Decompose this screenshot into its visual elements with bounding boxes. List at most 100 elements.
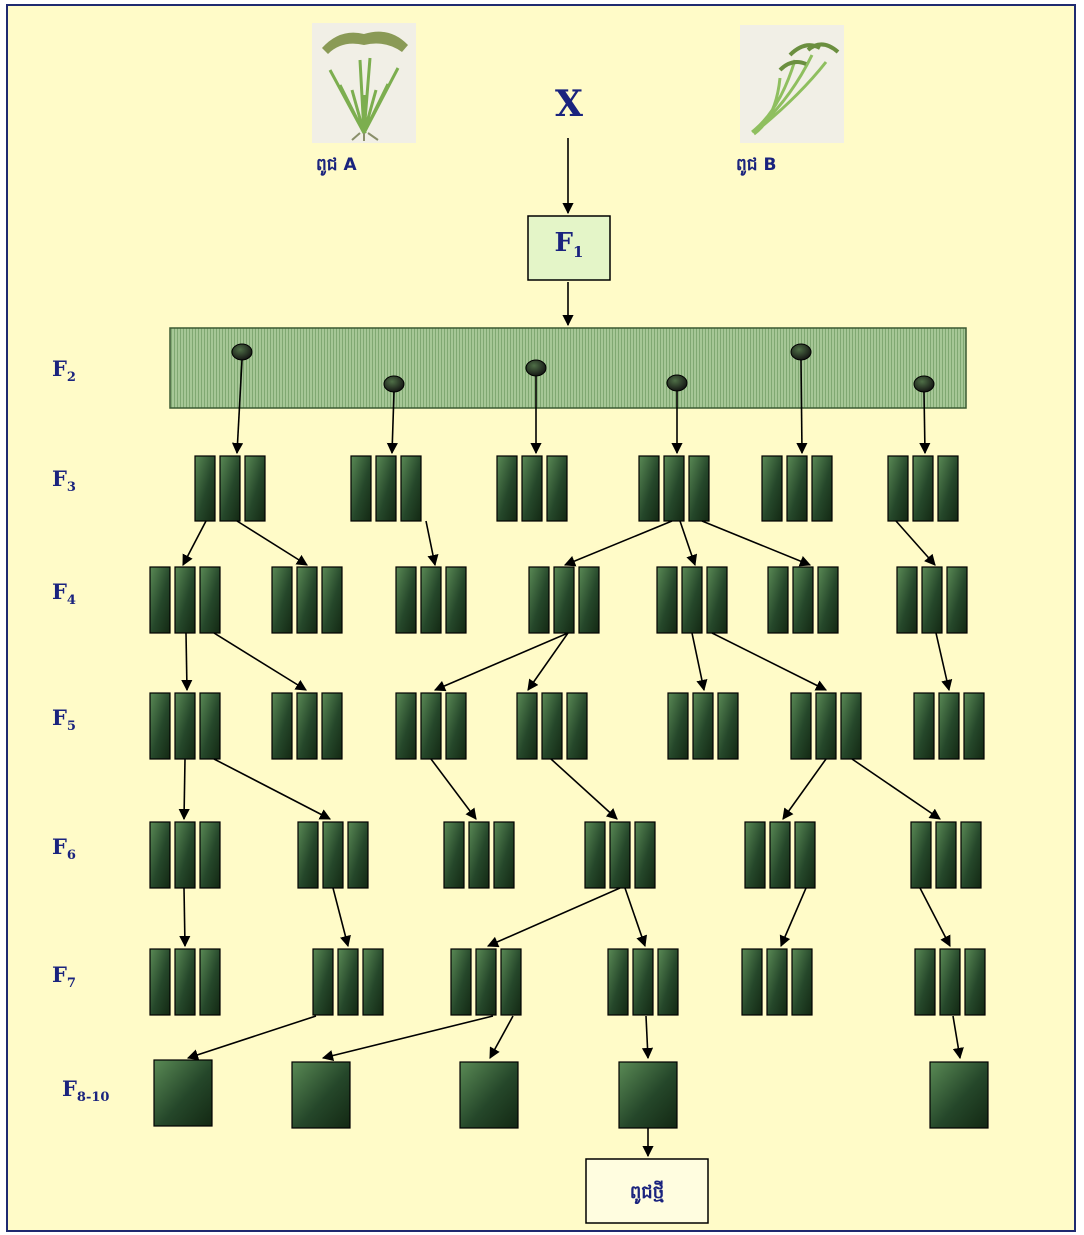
plant-row-bar: [450, 948, 472, 1016]
selection-line-group: [516, 692, 588, 760]
selection-arrow: [182, 520, 207, 566]
selection-line-group: [914, 948, 986, 1016]
plant-row-bar: [375, 455, 397, 522]
selection-arrow: [550, 758, 618, 820]
selected-plant-dot: [913, 375, 935, 393]
selection-arrow: [527, 632, 569, 691]
plant-row-bar: [174, 566, 196, 634]
plant-row-bar: [767, 566, 789, 634]
plant-row-bar: [681, 566, 703, 634]
plant-row-bar: [149, 692, 171, 760]
selection-arrow: [624, 887, 648, 948]
selection-line-group: [741, 948, 813, 1016]
selection-line-group: [395, 566, 467, 634]
plant-row-bar: [769, 821, 791, 889]
selection-line-group: [450, 948, 522, 1016]
plant-b-image: [740, 25, 844, 143]
selection-arrow: [641, 1015, 654, 1060]
plant-row-bar: [395, 566, 417, 634]
selection-arrow: [679, 520, 698, 567]
selection-line-group: [744, 821, 816, 889]
selection-line-group: [350, 455, 422, 522]
plant-row-bar: [400, 455, 422, 522]
selection-arrow: [782, 758, 827, 820]
plant-row-bar: [496, 455, 518, 522]
plant-row-bar: [443, 821, 465, 889]
plant-row-bar: [766, 948, 788, 1016]
selection-arrow: [919, 887, 951, 947]
plant-row-bar: [960, 821, 982, 889]
generation-label-f3: F3: [52, 466, 76, 496]
plant-row-bar: [663, 455, 685, 522]
plant-row-bar: [938, 692, 960, 760]
plant-row-bar: [199, 948, 221, 1016]
cross-symbol: X: [555, 83, 583, 125]
plant-a-image: [312, 23, 416, 143]
plant-row-bar: [887, 455, 909, 522]
plant-row-bar: [937, 455, 959, 522]
selection-line-group: [149, 821, 221, 889]
plant-row-bar: [553, 566, 575, 634]
selection-line-group: [584, 821, 656, 889]
plant-row-bar: [692, 692, 714, 760]
selection-line-group: [638, 455, 710, 522]
plant-row-bar: [468, 821, 490, 889]
plant-row-bar: [350, 455, 372, 522]
advanced-line-block: [459, 1061, 519, 1129]
plant-row-bar: [667, 692, 689, 760]
generation-label-f5: F5: [52, 705, 76, 735]
selection-arrow: [711, 632, 828, 691]
plant-row-bar: [607, 948, 629, 1016]
plant-row-bar: [761, 455, 783, 522]
selected-plant-markers: [231, 343, 935, 393]
new-variety-label: ពូជថ្មី: [629, 1182, 665, 1203]
plant-row-bar: [632, 948, 654, 1016]
plant-row-bar: [149, 821, 171, 889]
plant-row-bar: [706, 566, 728, 634]
plant-row-bar: [688, 455, 710, 522]
plant-row-bar: [935, 821, 957, 889]
parent-a-label: ពូជ A: [316, 155, 357, 175]
plant-row-bar: [420, 692, 442, 760]
new-variety-box: [585, 1158, 709, 1224]
selection-line-group: [913, 692, 985, 760]
plant-row-bar: [657, 948, 679, 1016]
plant-row-bar: [817, 566, 839, 634]
selection-arrow: [895, 520, 936, 566]
selection-arrow: [935, 632, 953, 692]
generation-label-f2: F2: [52, 356, 76, 386]
plant-row-bar: [913, 692, 935, 760]
selected-plant-dot: [525, 359, 547, 377]
parent-b-label: ពូជ B: [736, 155, 777, 175]
selected-plant-dot: [790, 343, 812, 361]
selection-blocks: [149, 455, 989, 1129]
selection-arrow: [321, 1015, 494, 1062]
plant-row-bar: [321, 566, 343, 634]
plant-row-bar: [493, 821, 515, 889]
plant-row-bar: [578, 566, 600, 634]
generation-label-f6: F6: [52, 834, 76, 864]
plant-row-bar: [199, 566, 221, 634]
plant-row-bar: [939, 948, 961, 1016]
plant-row-bar: [475, 948, 497, 1016]
selection-arrow: [952, 1015, 964, 1060]
advanced-line-block: [929, 1061, 989, 1129]
advanced-line-block: [618, 1061, 678, 1129]
selection-line-group: [656, 566, 728, 634]
plant-row-bar: [194, 455, 216, 522]
plant-row-bar: [244, 455, 266, 522]
plant-row-bar: [638, 455, 660, 522]
selection-arrow: [186, 1015, 317, 1061]
plant-row-bar: [516, 692, 538, 760]
plant-row-bar: [946, 566, 968, 634]
plant-row-bar: [963, 692, 985, 760]
selected-plant-dot: [231, 343, 253, 361]
plant-row-bar: [964, 948, 986, 1016]
selection-line-group: [607, 948, 679, 1016]
plant-row-bar: [656, 566, 678, 634]
plant-row-bar: [362, 948, 384, 1016]
plant-row-bar: [271, 692, 293, 760]
f1-box: [527, 215, 611, 281]
plant-row-bar: [792, 566, 814, 634]
plant-row-bar: [395, 692, 417, 760]
